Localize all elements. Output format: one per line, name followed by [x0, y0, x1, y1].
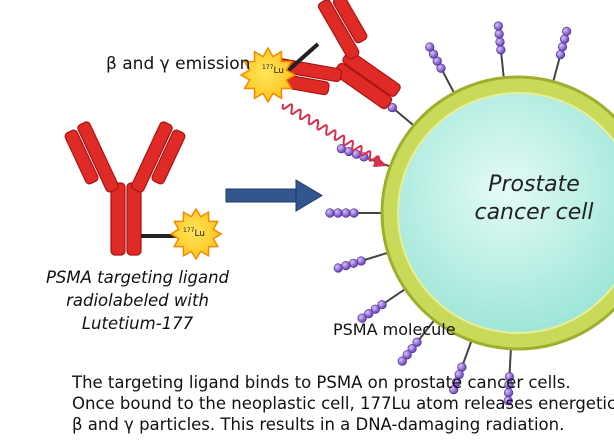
psma-receptor — [325, 208, 391, 218]
psma-molecule-label: PSMA molecule — [333, 320, 456, 339]
psma-receptor — [425, 42, 463, 104]
isotope-label-left: 177Lu — [183, 227, 206, 239]
cancer-cell-label-line: Prostate — [488, 172, 580, 197]
emission-label: β and γ emission — [106, 54, 251, 74]
ligand-caption-line: PSMA targeting ligand — [45, 268, 230, 287]
radiation-wave-arrowhead — [373, 155, 387, 167]
psma-receptor — [493, 21, 510, 88]
cancer-cell-label: Prostate cancer cell — [458, 171, 610, 227]
caption-line: β and γ particles. This results in a DNA… — [72, 415, 565, 434]
cancer-cell-label-line: cancer cell — [474, 200, 594, 225]
ligand-caption-line: radiolabeled with — [66, 291, 209, 310]
radiation-wave — [281, 103, 380, 165]
caption-line: The targeting ligand binds to PSMA on pr… — [72, 373, 571, 392]
binding-arrow — [225, 179, 323, 212]
ligand-caption-line: Lutetium-177 — [81, 314, 194, 333]
isotope-label-right: 177Lu — [262, 64, 285, 76]
ligand-caption: PSMA targeting ligand radiolabeled with … — [30, 266, 245, 335]
cancer-cell-body — [397, 92, 614, 334]
antibody-left — [64, 121, 186, 256]
psma-receptors — [325, 21, 572, 406]
antibody-right — [276, 0, 401, 110]
figure-caption: The targeting ligand binds to PSMA on pr… — [72, 372, 614, 435]
caption-line: Once bound to the neoplastic cell, 177Lu… — [72, 394, 614, 413]
psma-receptor — [503, 339, 517, 406]
psma-receptor — [546, 26, 572, 92]
lutetium-star-left — [169, 207, 223, 261]
lutetium-star-right — [239, 46, 297, 104]
